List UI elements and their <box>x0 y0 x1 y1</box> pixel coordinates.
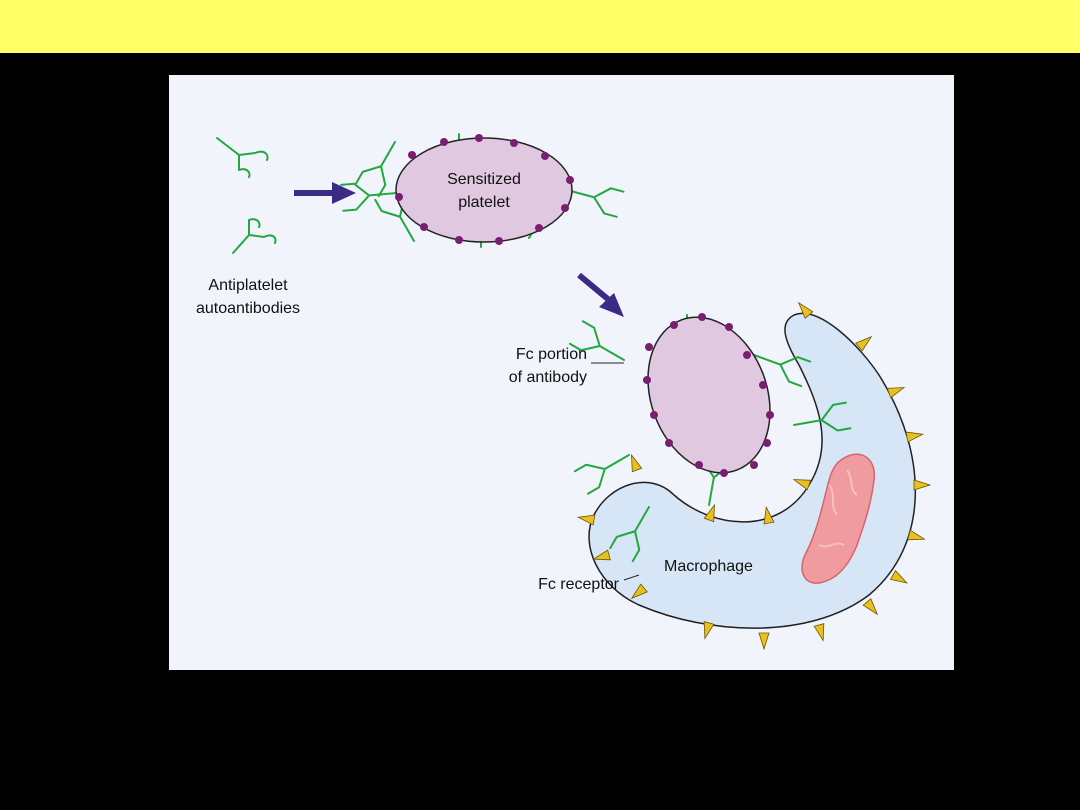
diagram-panel: Antiplatelet autoantibodies Sensitized p… <box>169 75 954 670</box>
fc-receptor-label: Fc receptor <box>538 576 619 593</box>
attached-platelet <box>647 316 771 474</box>
autoantibodies-label: Antiplatelet autoantibodies <box>195 277 301 317</box>
arrow-phagocytosis <box>577 272 624 317</box>
fc-portion-label: Fc portion of antibody <box>508 346 587 386</box>
phagosome <box>801 453 876 584</box>
sensitized-platelet-label: Sensitized platelet <box>447 171 521 211</box>
sensitized-platelet <box>395 137 573 243</box>
arrow-sensitization <box>294 182 356 204</box>
fc-receptor-leader <box>623 574 640 581</box>
free-autoantibodies <box>216 137 277 254</box>
diagram-canvas <box>216 133 931 650</box>
attached-platelet-binding-sites <box>643 313 774 477</box>
macrophage-label: Macrophage <box>664 558 753 575</box>
phagosome-texture <box>818 469 858 548</box>
sensitized-platelet-binding-sites <box>395 134 574 245</box>
slide-title-bar <box>0 0 1080 53</box>
